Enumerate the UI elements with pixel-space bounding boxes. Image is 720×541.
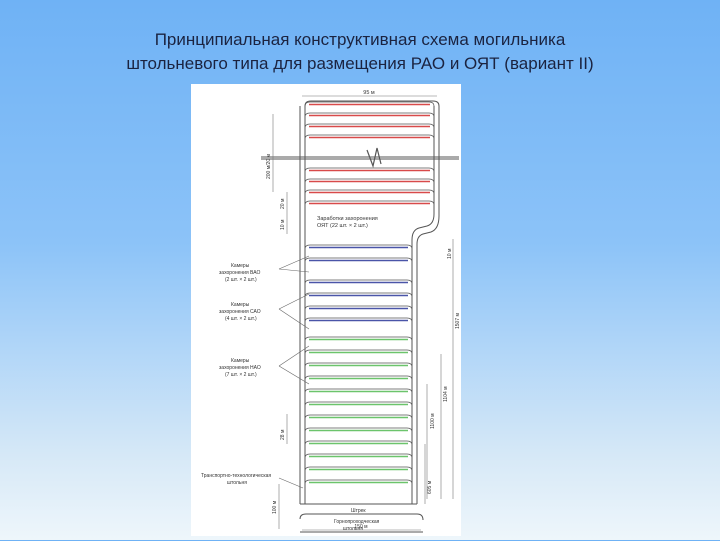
nao-label-line-2: захоронения НАО — [219, 365, 261, 371]
chamber-outline — [304, 200, 435, 206]
chamber-outline — [304, 244, 413, 250]
transport-label-line-2: штольня — [227, 480, 247, 486]
sao-label-line-2: захоронения САО — [219, 309, 261, 315]
transport-drift — [299, 513, 424, 521]
leader-lines — [278, 255, 310, 489]
dimension-lines — [272, 95, 454, 531]
chamber-outline — [304, 466, 413, 472]
dim-left-28-text: 28 м — [280, 429, 286, 440]
chamber-outline — [304, 479, 413, 485]
sao-label-line-3: (4 шт. × 2 шт.) — [225, 316, 257, 322]
gorno-label-line-2: штольня — [343, 526, 363, 532]
dim-left-upper-text: 200 м/20 м — [266, 153, 272, 179]
chamber-outline — [304, 167, 435, 173]
chamber-outline — [304, 401, 413, 407]
leader-transport — [278, 477, 304, 489]
chamber-outline — [304, 388, 413, 394]
leader-nao-2 — [278, 365, 310, 385]
slide-title-line-2: штольневого типа для размещения РАО и ОЯ… — [126, 54, 594, 73]
dim-right-10-text: 10 м — [447, 248, 453, 259]
oyat-label-line-1: Заработки захоронения — [317, 216, 378, 222]
chamber-outline — [304, 189, 435, 195]
nao-label-line-1: Камеры — [231, 358, 250, 364]
chamber-outline — [304, 427, 413, 433]
chamber-outline — [304, 112, 435, 118]
chamber-outline — [304, 375, 413, 381]
break-mark — [366, 147, 382, 169]
leader-vao-2 — [278, 268, 310, 273]
chamber-outline — [304, 317, 413, 323]
vao-label-line-1: Камеры — [231, 263, 250, 269]
dim-right-lower-text: 1100 м — [430, 413, 436, 429]
slide-title-line-1: Принципиальная конструктивная схема моги… — [154, 30, 566, 49]
vao-label-line-3: (2 шт. × 2 шт.) — [225, 277, 257, 283]
leader-sao-2 — [278, 308, 310, 330]
dim-left-10-text: 10 м — [280, 219, 286, 230]
dim-top-text: 95 м — [363, 90, 375, 96]
gorno-label-line-1: Горнопроходческая — [334, 519, 380, 525]
vao-label-line-2: захоронения ВАО — [219, 270, 260, 276]
chamber-outline — [304, 336, 413, 342]
chamber-outline — [304, 257, 413, 263]
dim-bottom-text: 150 м — [354, 524, 368, 530]
dim-right-total-text: 1507 м — [455, 312, 461, 329]
slide-title: Принципиальная конструктивная схема моги… — [40, 28, 680, 76]
chamber-outline — [304, 279, 413, 285]
dim-left-bottom-text: 100 м — [272, 500, 278, 514]
chamber-outline — [304, 178, 435, 184]
chamber-outline — [304, 440, 413, 446]
shtrek-label: Штрек — [351, 508, 366, 514]
sao-label-line-1: Камеры — [231, 302, 250, 308]
chamber-rows — [304, 101, 435, 485]
chamber-outline — [304, 362, 413, 368]
dim-left-20-text: 20 м — [280, 198, 286, 209]
right-tunnel-line — [304, 100, 440, 504]
chamber-outline — [304, 414, 413, 420]
leader-sao-1 — [278, 293, 310, 310]
repository-scheme-svg: 95 м 200 м/20 м 20 м 10 м 10 м 1507 м 11… — [201, 90, 461, 533]
leader-nao-1 — [278, 345, 310, 367]
tunnel-frame — [261, 100, 459, 533]
chamber-outline — [304, 292, 413, 298]
transport-label-line-1: Транспортно-технологическая — [201, 473, 271, 479]
chamber-outline — [304, 453, 413, 459]
dim-right-mid-text: 1104 м — [443, 386, 449, 402]
dim-right-605-text: 605 м — [427, 480, 433, 494]
right-tunnel-line-inner — [411, 106, 435, 504]
chamber-outline — [304, 123, 435, 129]
chamber-outline — [304, 305, 413, 311]
chamber-outline — [304, 134, 435, 140]
oyat-label-line-2: ОЯТ (22 шт. × 2 шт.) — [317, 223, 368, 229]
leader-vao-1 — [278, 255, 310, 270]
chamber-outline — [304, 101, 435, 107]
repository-scheme-figure: 95 м 200 м/20 м 20 м 10 м 10 м 1507 м 11… — [191, 84, 461, 536]
nao-label-line-3: (7 шт. × 2 шт.) — [225, 372, 257, 378]
chamber-outline — [304, 349, 413, 355]
